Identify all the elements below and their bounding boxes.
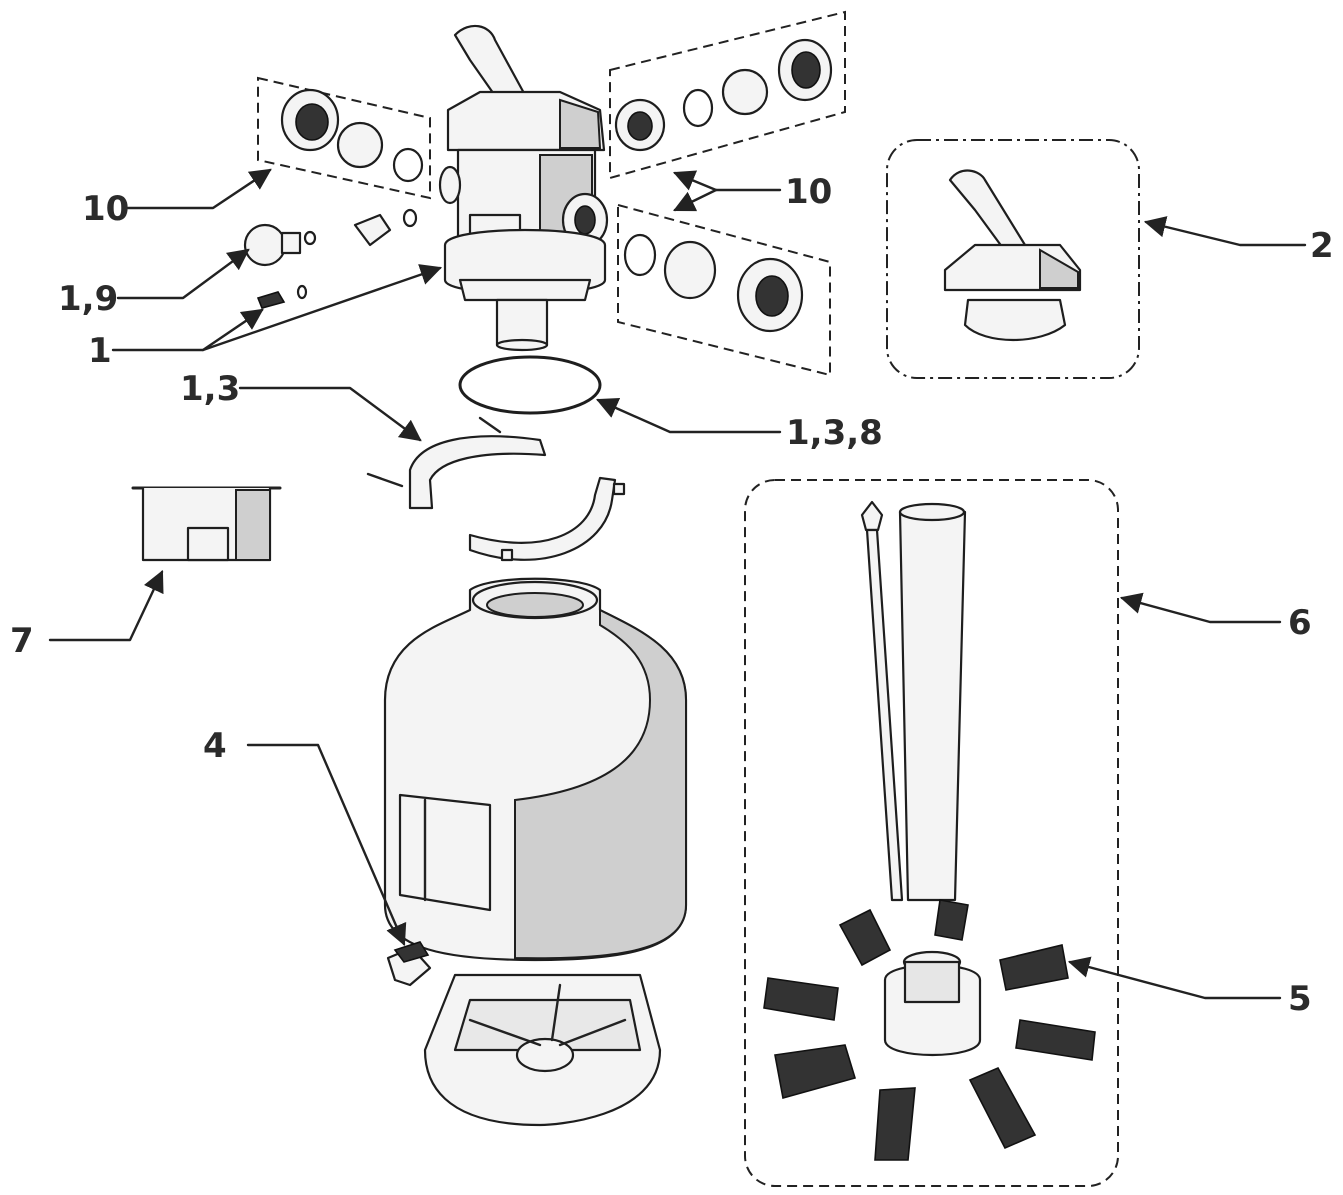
valve-top-assembly bbox=[943, 169, 1082, 341]
filter-tank bbox=[383, 577, 688, 962]
callout-5: 5 bbox=[1288, 979, 1312, 1019]
leader-lines bbox=[48, 168, 1307, 1000]
callout-1-9: 1,9 bbox=[58, 279, 119, 319]
callout-10-left: 10 bbox=[82, 189, 130, 229]
clamp-band bbox=[366, 416, 626, 562]
laterals-assembly bbox=[763, 500, 1096, 1161]
callout-1: 1 bbox=[88, 331, 112, 371]
callout-10-right: 10 bbox=[785, 172, 833, 212]
filter-base bbox=[423, 973, 662, 1127]
laterals-box bbox=[744, 479, 1119, 1187]
callout-7: 7 bbox=[10, 621, 34, 661]
valve-top-box bbox=[886, 139, 1140, 379]
drain-plug bbox=[386, 941, 432, 987]
callout-2: 2 bbox=[1310, 226, 1334, 266]
right-top-fittings bbox=[609, 10, 846, 180]
o-ring bbox=[458, 355, 602, 415]
callout-1-3-8: 1,3,8 bbox=[786, 413, 883, 453]
multiport-valve bbox=[438, 24, 609, 352]
right-bottom-fittings bbox=[617, 203, 831, 377]
callout-1-3: 1,3 bbox=[180, 369, 241, 409]
callout-4: 4 bbox=[203, 726, 227, 766]
lateral-pipes bbox=[763, 899, 1096, 1161]
diffuser-basket bbox=[131, 486, 282, 562]
left-fittings bbox=[243, 76, 431, 309]
callout-6: 6 bbox=[1288, 603, 1312, 643]
